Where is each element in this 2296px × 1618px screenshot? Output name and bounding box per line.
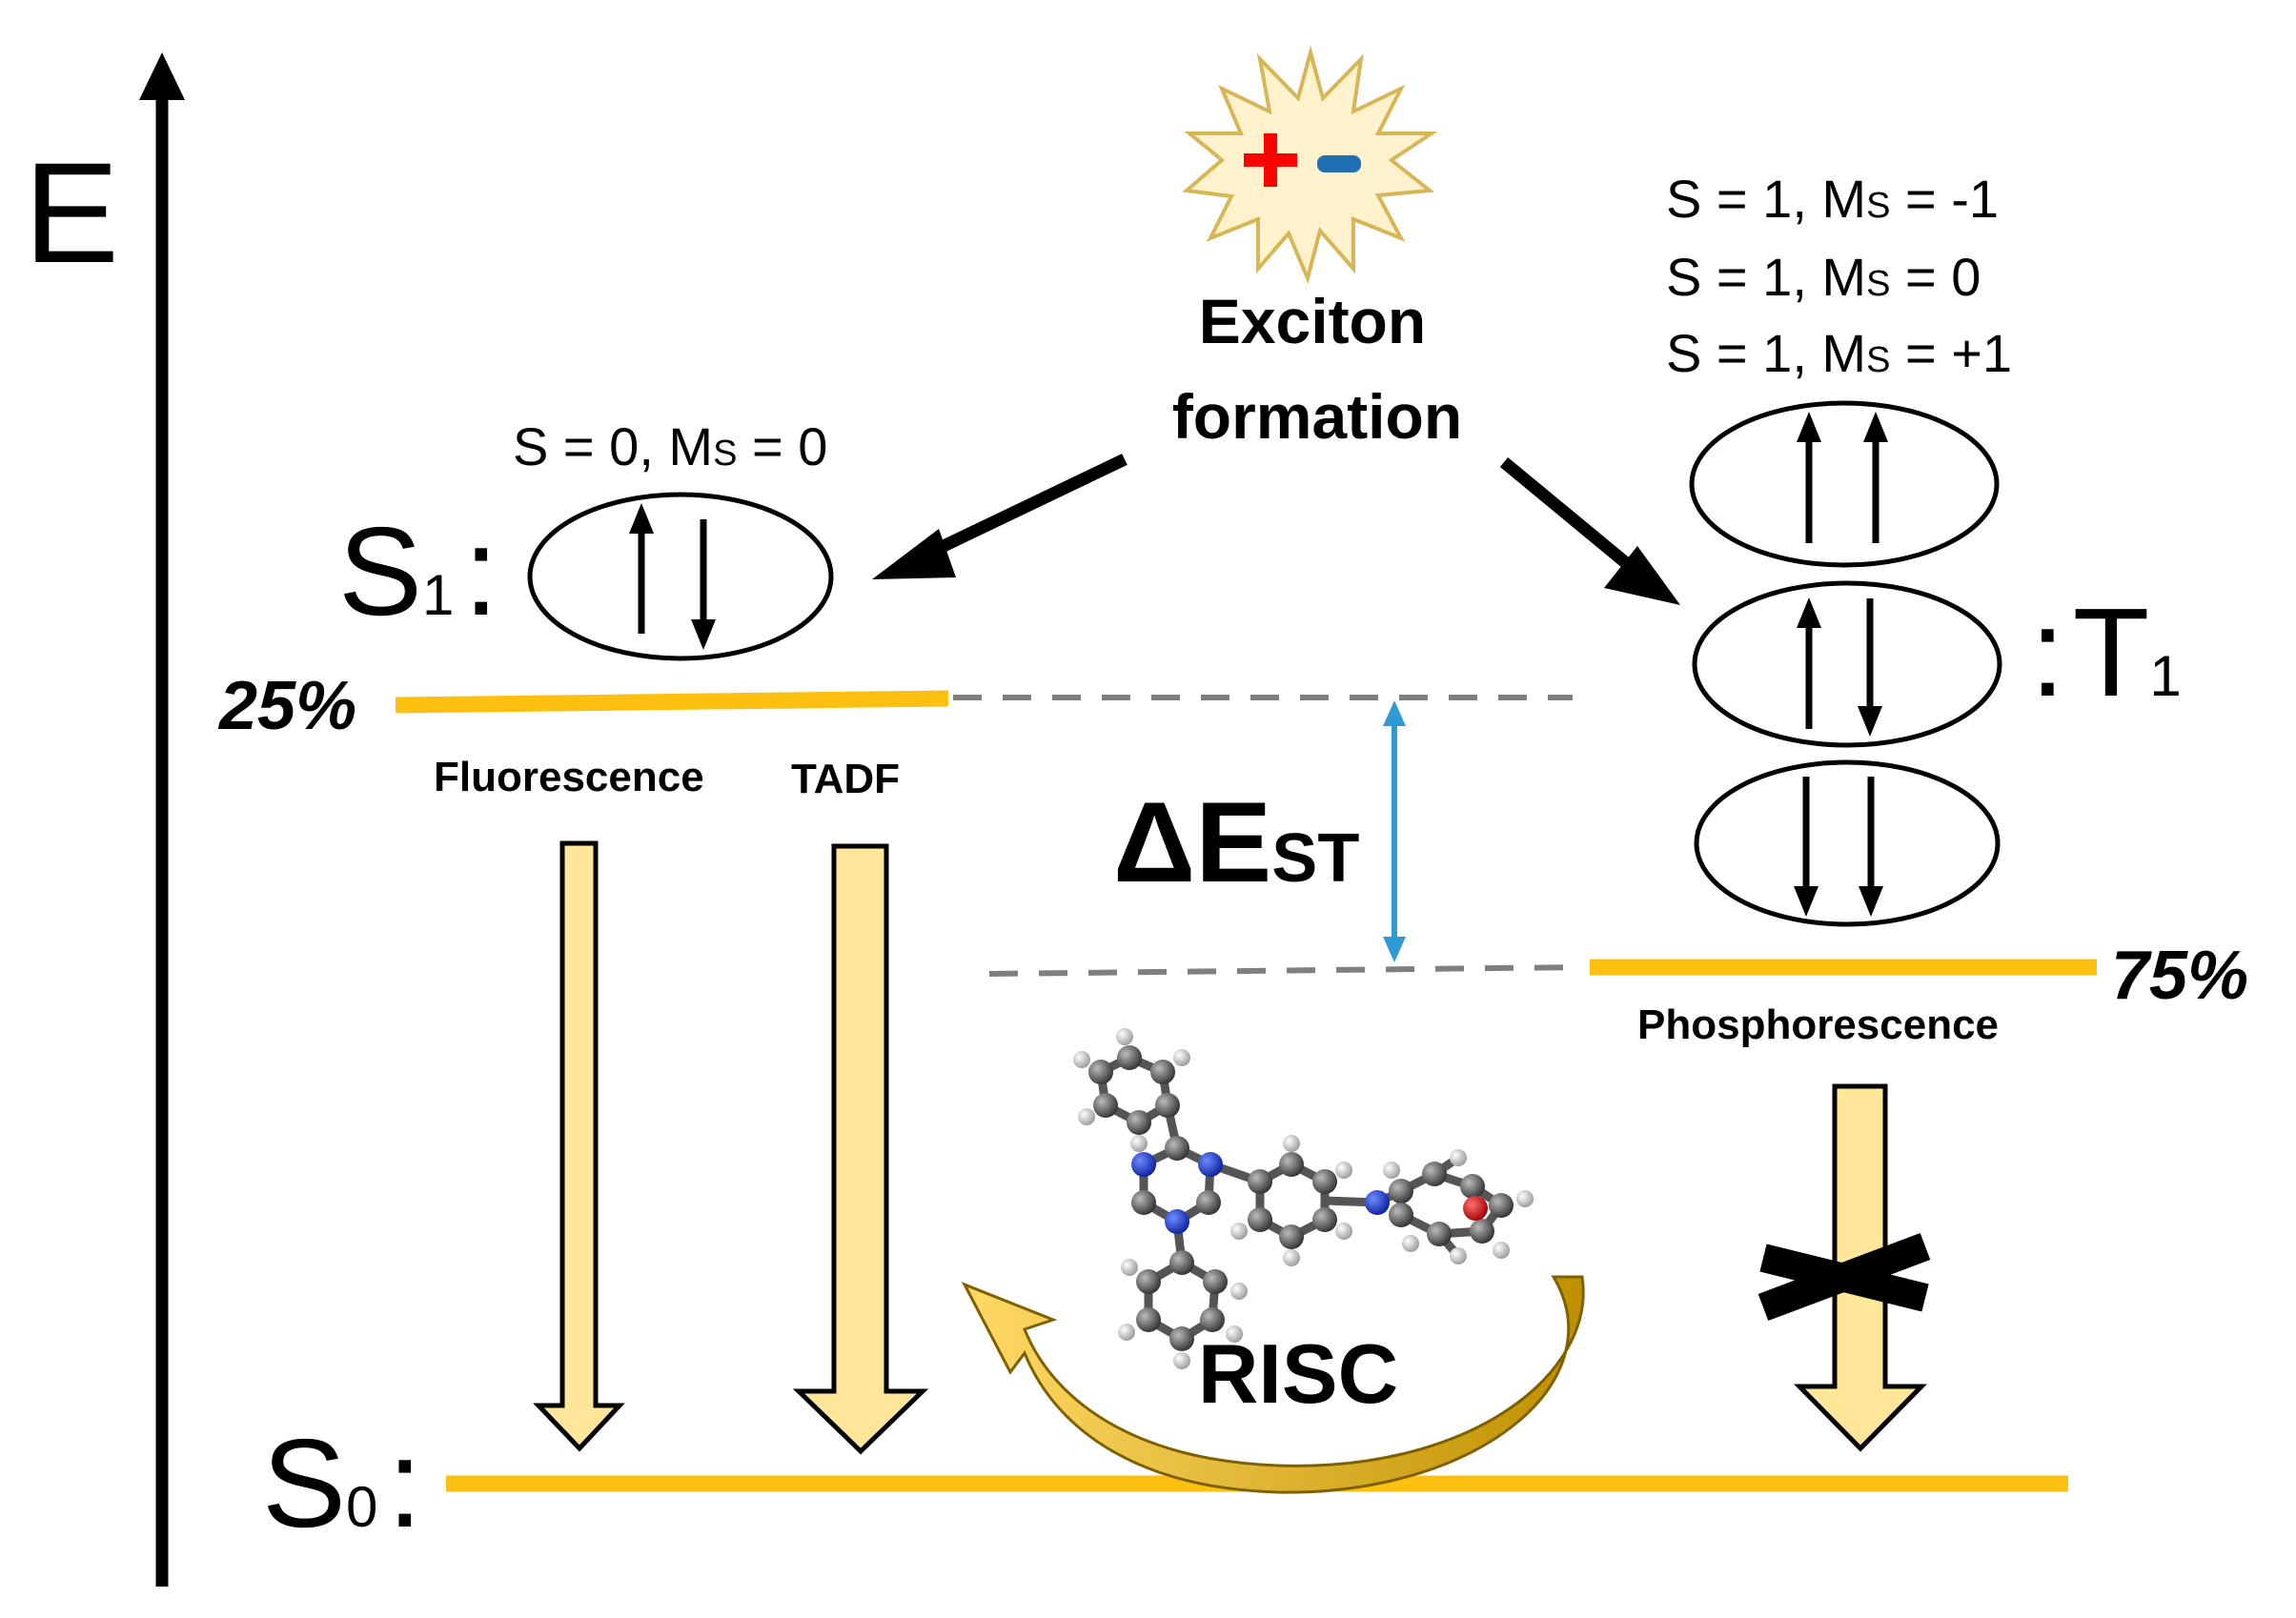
risc-arrow [961,1275,1585,1494]
spin-down-arrow-icon [1858,706,1882,737]
t1-spin-state-1: S = 1, MS = -1 [1666,169,1999,229]
formation-to-triplet-arrow [1499,456,1680,605]
t1-population: 75% [2111,938,2248,1014]
t1-orbital-down-down [1694,759,2001,927]
spin-down-arrow-icon [691,519,716,650]
starburst-icon [1182,45,1438,285]
t1-spin-state-2: S = 1, MS = 0 [1666,247,1981,307]
spin-up-arrow-icon [1797,412,1821,442]
phosphorescence-label: Phosphorescence [1637,1001,1999,1048]
s1-label: S1: [338,501,498,641]
spin-up-arrow-icon [1797,597,1821,628]
spin-up-arrow-icon [629,503,654,634]
s1-population: 25% [217,668,356,744]
risc-label: RISC [1198,1326,1398,1421]
t1-label: :T1 [2030,582,2182,722]
tadf-label: TADF [791,756,900,802]
exciton-label-line2: formation [1172,381,1462,452]
axis-label: E [24,132,119,293]
exciton-starburst [1182,45,1438,285]
tadf-arrow [792,843,929,1455]
s0-label: S0: [262,1413,422,1553]
formation-to-singlet-arrow [872,454,1128,579]
energy-axis: E [24,52,185,1587]
t1-orbital-up-up [1689,400,2000,568]
s1-orbital [527,492,834,661]
t1-spin-state-3: S = 1, MS = +1 [1666,323,2012,383]
fluorescence-arrow [533,840,625,1452]
s1-energy-level [395,690,949,714]
forbidden-cross-icon [1758,1232,1931,1322]
exciton-label-line1: Exciton [1199,286,1426,356]
spin-up-arrow-icon [1863,412,1888,442]
t1-dashed-line [988,964,1583,977]
spin-down-arrow-icon [1794,886,1819,917]
delta-est-arrow [1383,700,1406,962]
spin-down-arrow-icon [1859,886,1883,917]
fluorescence-label: Fluorescence [434,754,704,800]
delta-est-label: ΔEST [1113,779,1359,906]
axis-arrowhead-icon [139,52,185,100]
s1-spin-state: S = 0, MS = 0 [513,416,827,476]
minus-icon [1317,155,1361,172]
plus-icon [1244,133,1297,187]
t1-orbital-up-down [1692,580,2002,748]
molecule-icon [1073,1028,1534,1369]
